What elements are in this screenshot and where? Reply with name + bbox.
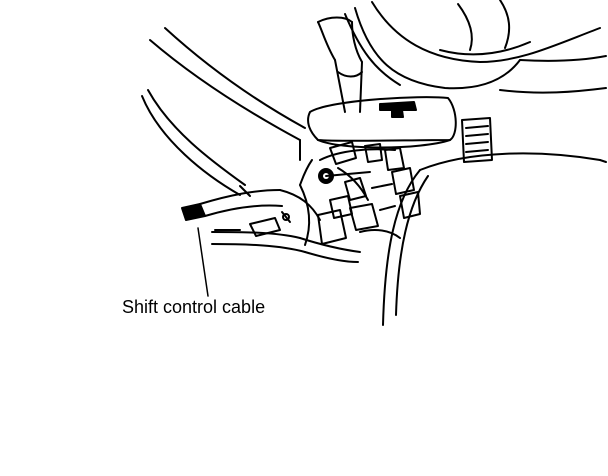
shift-indicator-housing [307, 96, 457, 149]
shift-control-cable [181, 185, 361, 263]
shifter-mechanism [299, 141, 421, 246]
shift-lever [317, 16, 363, 113]
seat-outline [344, 0, 607, 94]
callout-label-shift-control-cable: Shift control cable [122, 297, 266, 317]
vent-grille [461, 117, 493, 163]
dashboard-outline [141, 27, 306, 196]
console-side-panel [382, 152, 607, 326]
callout-leader-line [197, 227, 209, 297]
